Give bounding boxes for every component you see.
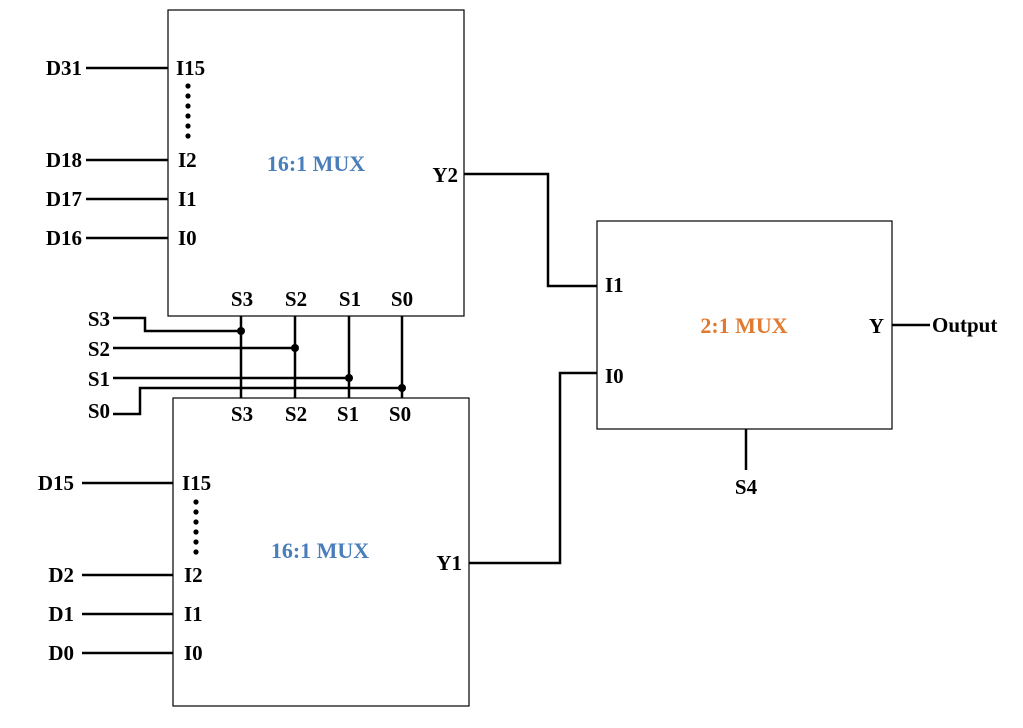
mux-final-box <box>596 220 893 430</box>
pin-bottom-s2: S2 <box>285 402 307 426</box>
pin-top-i0: I0 <box>178 226 197 250</box>
output-label: Output <box>932 313 997 337</box>
pin-final-i1: I1 <box>605 273 624 297</box>
pin-bottom-y1: Y1 <box>436 551 462 575</box>
pin-top-i15: I15 <box>176 56 205 80</box>
pin-bottom-s1: S1 <box>337 402 359 426</box>
mux-top-box <box>167 9 465 317</box>
pin-top-i2: I2 <box>178 148 197 172</box>
select-label-s0: S0 <box>88 399 110 423</box>
input-label-d31: D31 <box>46 56 82 80</box>
pin-bottom-i2: I2 <box>184 563 203 587</box>
wire-y2-to-i1 <box>464 172 597 288</box>
junction-s1 <box>345 374 353 382</box>
pin-top-s3: S3 <box>231 287 253 311</box>
input-label-d15: D15 <box>38 471 74 495</box>
select-wire-s3 <box>113 316 241 333</box>
mux-final-title: 2:1 MUX <box>700 313 787 338</box>
wire-y1-to-i0 <box>469 371 597 565</box>
mux-bottom-box <box>172 397 470 707</box>
select-wire-s0 <box>113 386 402 416</box>
pin-top-i1: I1 <box>178 187 197 211</box>
select-label-s2: S2 <box>88 337 110 361</box>
pin-top-s2: S2 <box>285 287 307 311</box>
mux-bottom-title: 16:1 MUX <box>271 538 369 563</box>
select-label-s3: S3 <box>88 307 110 331</box>
pin-bottom-i15: I15 <box>182 471 211 495</box>
select-label-s4: S4 <box>735 475 758 499</box>
junction-s3 <box>237 327 245 335</box>
pin-top-s0: S0 <box>391 287 413 311</box>
junction-s0 <box>398 384 406 392</box>
input-label-d18: D18 <box>46 148 82 172</box>
pin-bottom-i0: I0 <box>184 641 203 665</box>
pin-top-y2: Y2 <box>432 163 458 187</box>
pin-final-i0: I0 <box>605 364 624 388</box>
input-label-d1: D1 <box>48 602 74 626</box>
select-label-s1: S1 <box>88 367 110 391</box>
input-label-d2: D2 <box>48 563 74 587</box>
pin-bottom-s3: S3 <box>231 402 253 426</box>
pin-final-y: Y <box>869 314 884 338</box>
pin-top-s1: S1 <box>339 287 361 311</box>
pin-bottom-i1: I1 <box>184 602 203 626</box>
pin-bottom-s0: S0 <box>389 402 411 426</box>
input-label-d17: D17 <box>46 187 82 211</box>
junction-s2 <box>291 344 299 352</box>
input-label-d16: D16 <box>46 226 82 250</box>
mux-top-title: 16:1 MUX <box>267 151 365 176</box>
ellipsis-dots-bottom <box>193 499 199 555</box>
ellipsis-dots-top <box>185 83 191 139</box>
input-label-d0: D0 <box>48 641 74 665</box>
